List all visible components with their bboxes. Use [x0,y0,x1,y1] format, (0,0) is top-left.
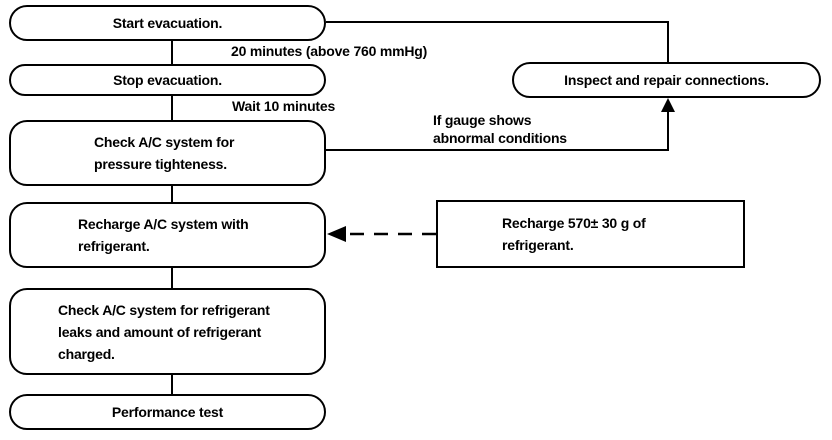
step-check-leaks-line-3: charged. [58,345,115,362]
step-check-tightness: Check A/C system for pressure tighteness… [9,120,326,186]
recharge-amount-line-2: refrigerant. [502,237,574,253]
step-stop-evacuation: Stop evacuation. [9,64,326,96]
step-recharge: Recharge A/C system with refrigerant. [9,202,326,268]
recharge-amount-note: Recharge 570± 30 g of refrigerant. [436,200,745,268]
step-check-leaks: Check A/C system for refrigerant leaks a… [9,288,326,375]
step-performance-label: Performance test [111,404,224,420]
arrowhead-left-icon [327,226,346,242]
step-inspect-repair: Inspect and repair connections. [512,62,821,98]
arrowhead-up-icon [661,98,675,112]
step-check-tightness-line-1: Check A/C system for [94,134,235,150]
step-recharge-line-1: Recharge A/C system with [78,216,249,232]
step-start-evacuation: Start evacuation. [9,5,326,41]
step-start-label: Start evacuation. [112,15,223,31]
step-check-leaks-line-1: Check A/C system for refrigerant [58,301,270,318]
step-stop-label: Stop evacuation. [113,72,222,88]
label-gauge-condition: If gauge shows abnormal conditions [433,112,567,146]
label-wait: Wait 10 minutes [232,98,336,114]
connector-inspect-to-start [326,21,669,62]
step-inspect-label: Inspect and repair connections. [564,72,769,88]
step-recharge-line-2: refrigerant. [78,238,150,254]
step-check-leaks-line-2: leaks and amount of refrigerant [58,323,262,340]
step-check-tightness-line-2: pressure tighteness. [94,156,227,172]
step-performance-test: Performance test [9,394,326,430]
recharge-amount-line-1: Recharge 570± 30 g of [502,215,646,231]
connector-check-to-inspect [326,112,669,151]
label-evacuation-time: 20 minutes (above 760 mmHg) [231,43,428,59]
